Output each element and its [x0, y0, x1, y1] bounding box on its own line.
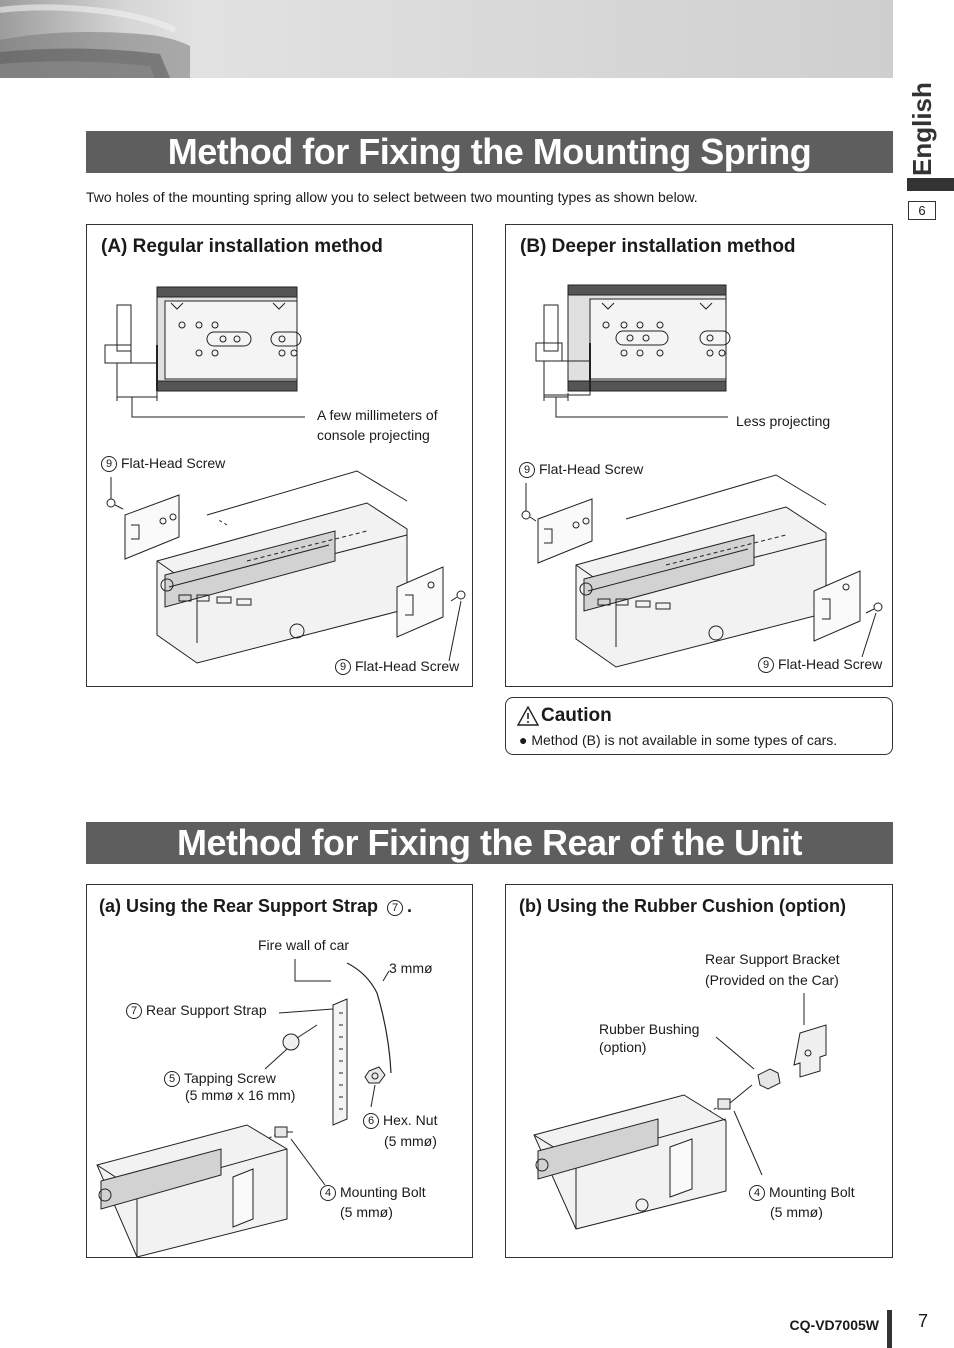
bullet-dot: ● — [519, 732, 528, 748]
part-label: Rear Support Strap — [146, 1002, 267, 1018]
part-number-badge: 9 — [519, 462, 535, 478]
part-number-badge: 9 — [758, 657, 774, 673]
part-label: Hex. Nut — [383, 1112, 438, 1128]
part-label: Mounting Bolt — [769, 1184, 855, 1200]
part-label: Flat-Head Screw — [539, 461, 644, 477]
part-label: Flat-Head Screw — [778, 656, 883, 672]
caution-bullet: ● Method (B) is not available in some ty… — [519, 732, 837, 748]
panel-title: (b) Using the Rubber Cushion (option) — [519, 896, 846, 916]
part-label: Tapping Screw — [184, 1070, 276, 1086]
mounting-bolt-size: (5 mmø) — [770, 1204, 823, 1220]
section-title-mounting-spring: Method for Fixing the Mounting Spring — [86, 131, 893, 173]
section-title-rear-of-unit: Method for Fixing the Rear of the Unit — [86, 822, 893, 864]
bracket-label-line2: (Provided on the Car) — [705, 972, 839, 988]
page-number: 7 — [918, 1311, 929, 1331]
part-number-badge: 9 — [101, 456, 117, 472]
caution-text: Method (B) is not available in some type… — [531, 732, 838, 748]
rubber-cushion-illustration — [506, 885, 892, 1257]
part-number-badge: 6 — [363, 1113, 379, 1129]
part-number-badge: 9 — [335, 659, 351, 675]
panel-rubber-cushion: (b) Using the Rubber Cushion (option) Re… — [505, 884, 893, 1258]
bracket-label-line1: Rear Support Bracket — [705, 951, 840, 967]
sea-horizon-photo — [0, 0, 190, 78]
part-number-badge: 5 — [164, 1071, 180, 1087]
part-number-badge: 4 — [749, 1185, 765, 1201]
part-label: Flat-Head Screw — [121, 455, 226, 471]
caution-box: Caution ● Method (B) is not available in… — [505, 697, 893, 755]
deeper-installation-illustration — [506, 225, 892, 686]
bushing-label-line2: (option) — [599, 1039, 647, 1055]
model-number: CQ-VD7005W — [789, 1317, 879, 1333]
regular-installation-illustration — [87, 225, 472, 686]
language-tab-bar — [907, 178, 954, 191]
panel-title-period: . — [407, 896, 413, 916]
language-label: English — [907, 82, 937, 176]
warning-triangle-icon — [517, 706, 539, 726]
tapping-screw-size: (5 mmø x 16 mm) — [185, 1087, 296, 1103]
part-number-badge: 4 — [320, 1185, 336, 1201]
bushing-label-line1: Rubber Bushing — [599, 1021, 700, 1037]
section-number: 6 — [908, 201, 936, 220]
projection-label-line1: A few millimeters of — [317, 407, 438, 423]
part-number-badge: 7 — [387, 900, 404, 916]
panel-rear-support-strap: (a) Using the Rear Support Strap 7. — [86, 884, 473, 1258]
part-label: Mounting Bolt — [340, 1184, 426, 1200]
panel-title-text: (a) Using the Rear Support Strap — [99, 896, 379, 916]
rear-support-strap-illustration — [87, 885, 472, 1257]
projection-label-line2: console projecting — [317, 427, 430, 443]
caution-title: Caution — [541, 705, 612, 726]
panel-deeper-installation: (B) Deeper installation method — [505, 224, 893, 687]
part-number-badge: 7 — [126, 1003, 142, 1019]
panel-title: (a) Using the Rear Support Strap 7. — [99, 896, 412, 917]
intro-text: Two holes of the mounting spring allow y… — [86, 189, 698, 205]
panel-regular-installation: (A) Regular installation method — [86, 224, 473, 687]
panel-title: (B) Deeper installation method — [520, 236, 796, 257]
less-projecting-label: Less projecting — [736, 413, 831, 429]
hex-nut-size: (5 mmø) — [384, 1133, 437, 1149]
footer-divider — [887, 1310, 892, 1348]
three-mm-label: 3 mmø — [389, 960, 433, 976]
part-label: Flat-Head Screw — [355, 658, 460, 674]
header-banner — [0, 0, 893, 78]
fire-wall-label: Fire wall of car — [258, 937, 350, 953]
panel-title: (A) Regular installation method — [101, 236, 383, 257]
mounting-bolt-size: (5 mmø) — [340, 1204, 393, 1220]
